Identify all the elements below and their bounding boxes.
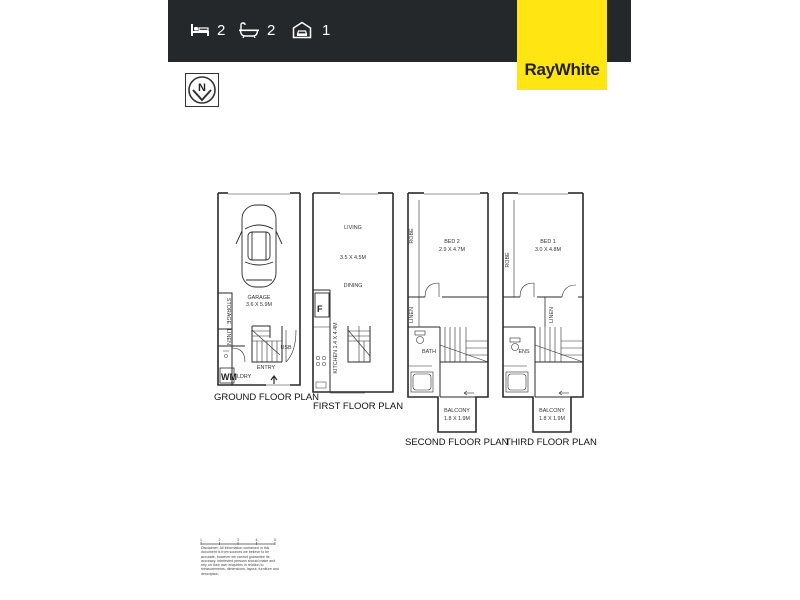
storage-label: STORAGE: [225, 298, 231, 325]
third-linen-label: LINEN: [549, 307, 555, 323]
bath-label: BATH: [422, 349, 436, 355]
garage-icon: [292, 21, 312, 39]
third-robe-label: ROBE: [505, 252, 511, 268]
garage-label: GARAGE: [247, 295, 270, 301]
bedrooms-stat: 2: [190, 18, 225, 42]
third-floor-plan: [502, 192, 584, 433]
first-floor-plan: [312, 192, 394, 394]
garage-count: 1: [322, 21, 331, 39]
scale-tick-5: 5: [274, 538, 276, 542]
first-floor-title: FIRST FLOOR PLAN: [313, 401, 404, 412]
bed-icon: [191, 24, 209, 36]
bathrooms-stat: 2: [238, 18, 275, 42]
living-size: 3.5 X 4.5M: [340, 255, 367, 261]
scale-tick-3: 3: [237, 538, 239, 542]
wm-label: WM: [221, 372, 237, 382]
bed1-size: 3.0 X 4.8M: [535, 247, 562, 253]
entry-label: ENTRY: [257, 365, 276, 371]
second-floor-plan: [407, 192, 489, 433]
scale-tick-2: 2: [219, 538, 221, 542]
scale-bar: 1 2 3 4 5: [200, 538, 276, 545]
bed2-size: 2.9 X 4.7M: [439, 247, 466, 253]
dining-label: DINING: [344, 283, 363, 289]
laundry-label: LDRY: [237, 374, 252, 380]
third-balcony-label: BALCONY: [539, 408, 565, 414]
north-compass-icon: N: [185, 73, 219, 107]
bedrooms-count: 2: [217, 21, 226, 39]
second-linen-label: LINEN: [409, 307, 415, 323]
fridge-label: F: [317, 304, 323, 314]
garage-stat: 1: [292, 18, 330, 42]
raywhite-logo: RayWhite: [517, 0, 607, 90]
third-floor-title: THIRD FLOOR PLAN: [505, 437, 597, 448]
disclaimer-text: Disclaimer: All information contained in…: [201, 546, 279, 576]
ground-floor-plan: [217, 192, 301, 387]
second-robe-label: ROBE: [409, 228, 415, 244]
bed1-label: BED 1: [540, 239, 556, 245]
usb-label: USB: [280, 345, 291, 351]
third-balcony-size: 1.8 X 1.9M: [539, 416, 566, 422]
scale-tick-4: 4: [256, 538, 258, 542]
ground-floor-title: GROUND FLOOR PLAN: [214, 392, 320, 403]
ens-label: ENS: [518, 349, 529, 355]
brand-name: RayWhite: [524, 60, 600, 79]
bath-icon: [239, 22, 259, 38]
compass-label: N: [198, 82, 206, 94]
garage-size: 3.6 X 5.9M: [246, 302, 273, 308]
ground-linen-label: LINEN: [225, 329, 231, 345]
second-floor-title: SECOND FLOOR PLAN: [405, 437, 509, 448]
bed2-label: BED 2: [444, 239, 460, 245]
kitchen-label: KITCHEN 1.4 X 4.4M: [333, 322, 339, 374]
living-label: LIVING: [344, 225, 362, 231]
second-balcony-size: 1.8 X 1.9M: [444, 416, 471, 422]
bathrooms-count: 2: [267, 21, 276, 39]
scale-tick-1: 1: [200, 538, 202, 542]
second-balcony-label: BALCONY: [444, 408, 470, 414]
